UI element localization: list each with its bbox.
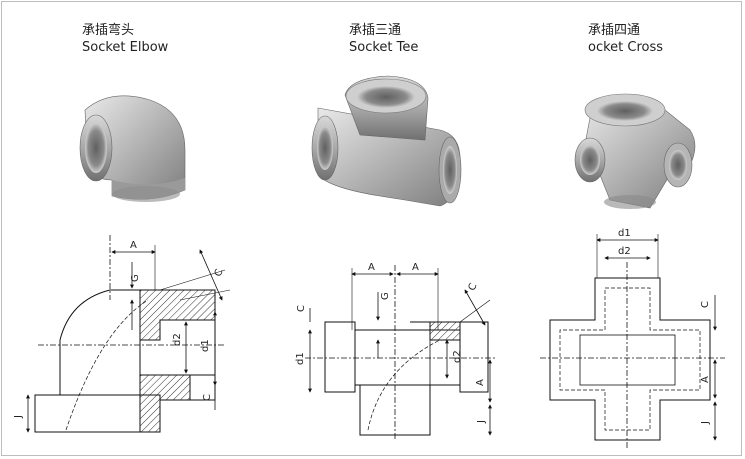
title-cn-elbow: 承插弯头 xyxy=(82,23,135,38)
elbow-dim-a: A xyxy=(130,240,137,251)
title-cn-cross: 承插四通 xyxy=(588,23,641,38)
socket-tee-photo xyxy=(311,75,462,207)
tee-dim-a1: A xyxy=(368,262,375,273)
elbow-dim-d1: d1 xyxy=(200,339,211,352)
cross-dim-a: A xyxy=(700,376,711,383)
cross-dim-j: J xyxy=(700,421,711,425)
tee-dim-c: C xyxy=(467,282,480,293)
elbow-dim-c2: C xyxy=(202,394,213,401)
tee-dim-g: G xyxy=(380,292,391,300)
elbow-dim-c: C xyxy=(213,268,226,278)
socket-cross-photo xyxy=(574,93,696,209)
cross-dim-d1: d1 xyxy=(618,228,631,239)
product-title-tee: 承插三通 Socket Tee xyxy=(349,22,418,56)
product-title-cross: 承插四通 ocket Cross xyxy=(588,22,663,56)
socket-cross-drawing xyxy=(540,234,725,448)
elbow-dim-g: G xyxy=(130,274,141,282)
tee-dim-a3: A xyxy=(475,379,486,386)
socket-elbow-photo xyxy=(79,95,186,202)
socket-elbow-drawing xyxy=(26,235,231,433)
tee-dim-a2: A xyxy=(412,262,419,273)
title-cn-tee: 承插三通 xyxy=(349,23,402,38)
title-en-elbow: Socket Elbow xyxy=(82,40,169,55)
tee-dim-d1: d1 xyxy=(295,352,306,365)
socket-tee-drawing xyxy=(305,265,495,440)
cross-dim-c: C xyxy=(700,301,711,308)
tee-dim-j: J xyxy=(476,420,487,424)
cross-dim-d2: d2 xyxy=(618,246,631,257)
product-title-elbow: 承插弯头 Socket Elbow xyxy=(82,22,168,56)
tee-dim-c-left: C xyxy=(296,305,307,312)
title-en-tee: Socket Tee xyxy=(349,40,419,55)
elbow-dim-j: J xyxy=(13,415,24,419)
tee-dim-d2: d2 xyxy=(452,350,463,363)
elbow-dim-d2: d2 xyxy=(172,333,183,346)
title-en-cross: ocket Cross xyxy=(588,40,664,55)
